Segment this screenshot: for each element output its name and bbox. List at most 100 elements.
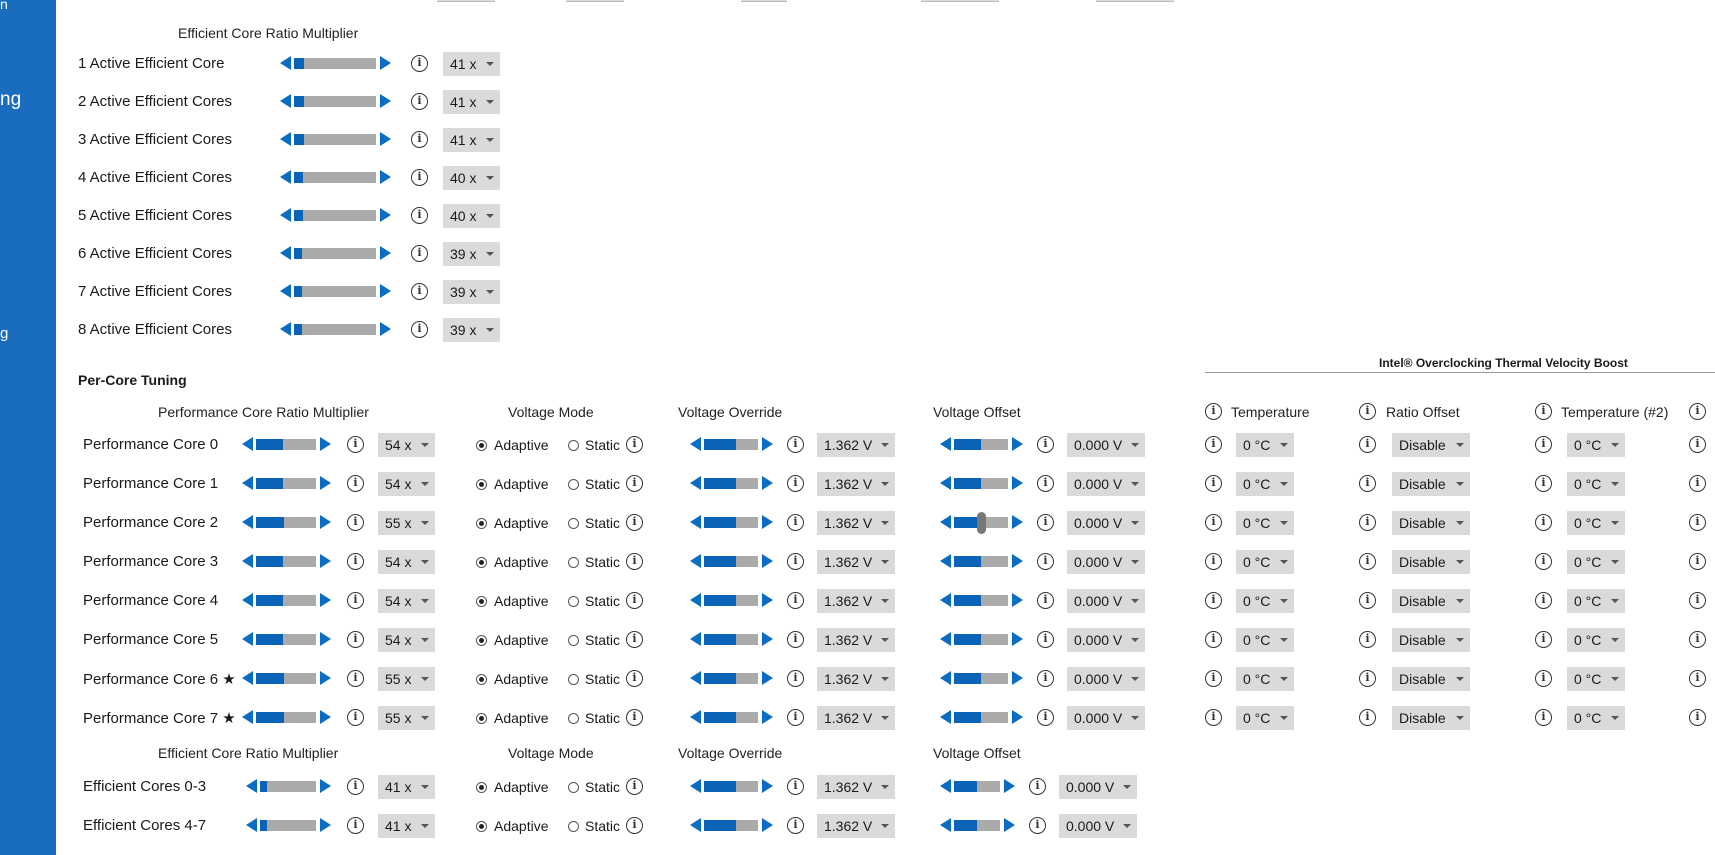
ratio-offset-dropdown[interactable]: Disable [1392, 433, 1470, 457]
decrease-arrow-icon[interactable] [280, 94, 291, 108]
increase-arrow-icon[interactable] [762, 437, 773, 451]
temperature-dropdown[interactable]: 0 °C [1236, 550, 1294, 574]
eff-ratio-slider[interactable] [246, 779, 332, 793]
voltage-offset-dropdown[interactable]: 0.000 V [1067, 550, 1145, 574]
increase-arrow-icon[interactable] [380, 246, 391, 260]
info-icon[interactable]: i [1359, 553, 1376, 570]
info-icon[interactable]: i [1535, 475, 1552, 492]
adaptive-radio[interactable] [476, 674, 487, 685]
increase-arrow-icon[interactable] [1004, 779, 1015, 793]
voltage-offset-slider[interactable] [940, 437, 1024, 451]
info-icon[interactable]: i [1037, 553, 1054, 570]
voltage-override-slider[interactable] [690, 476, 774, 490]
info-icon[interactable]: i [1037, 436, 1054, 453]
efficient-ratio-dropdown[interactable]: 40 x [443, 166, 500, 190]
info-icon[interactable]: i [787, 475, 804, 492]
info-icon[interactable]: i [1359, 475, 1376, 492]
increase-arrow-icon[interactable] [380, 132, 391, 146]
slider-track[interactable] [256, 595, 316, 606]
perf-ratio-slider[interactable] [242, 671, 332, 685]
increase-arrow-icon[interactable] [1012, 593, 1023, 607]
static-label[interactable]: Static [585, 671, 621, 687]
decrease-arrow-icon[interactable] [242, 515, 253, 529]
slider-track[interactable] [954, 595, 1008, 606]
static-radio[interactable] [568, 440, 579, 451]
adaptive-radio[interactable] [476, 518, 487, 529]
adaptive-label[interactable]: Adaptive [494, 437, 549, 453]
info-icon[interactable]: i [411, 321, 428, 338]
decrease-arrow-icon[interactable] [690, 554, 701, 568]
decrease-arrow-icon[interactable] [280, 56, 291, 70]
ratio-offset-dropdown[interactable]: Disable [1392, 511, 1470, 535]
increase-arrow-icon[interactable] [1012, 437, 1023, 451]
eff-ratio-slider[interactable] [246, 818, 332, 832]
efficient-ratio-slider[interactable] [280, 322, 392, 336]
slider-track[interactable] [704, 712, 758, 723]
slider-track[interactable] [954, 439, 1008, 450]
efficient-ratio-slider[interactable] [280, 208, 392, 222]
static-label[interactable]: Static [585, 515, 621, 531]
slider-track[interactable] [256, 673, 316, 684]
increase-arrow-icon[interactable] [762, 779, 773, 793]
voltage-offset-slider[interactable] [940, 818, 1016, 832]
voltage-override-dropdown[interactable]: 1.362 V [817, 775, 895, 799]
perf-ratio-slider[interactable] [242, 515, 332, 529]
voltage-offset-dropdown[interactable]: 0.000 V [1067, 433, 1145, 457]
decrease-arrow-icon[interactable] [940, 593, 951, 607]
slider-track[interactable] [704, 673, 758, 684]
slider-track[interactable] [256, 439, 316, 450]
slider-track[interactable] [954, 673, 1008, 684]
temperature2-dropdown[interactable]: 0 °C [1567, 667, 1625, 691]
voltage-override-dropdown[interactable]: 1.362 V [817, 706, 895, 730]
perf-ratio-slider[interactable] [242, 476, 332, 490]
info-icon[interactable]: i [1037, 709, 1054, 726]
info-icon[interactable]: i [347, 475, 364, 492]
slider-track[interactable] [704, 439, 758, 450]
slider-track[interactable] [256, 712, 316, 723]
temperature2-dropdown[interactable]: 0 °C [1567, 706, 1625, 730]
perf-ratio-dropdown[interactable]: 55 x [378, 706, 435, 730]
adaptive-radio[interactable] [476, 782, 487, 793]
perf-ratio-slider[interactable] [242, 710, 332, 724]
efficient-ratio-dropdown[interactable]: 41 x [443, 52, 500, 76]
efficient-ratio-slider[interactable] [280, 284, 392, 298]
info-icon[interactable]: i [626, 631, 643, 648]
slider-track[interactable] [260, 781, 316, 792]
info-icon[interactable]: i [1689, 514, 1706, 531]
static-radio[interactable] [568, 518, 579, 529]
voltage-offset-dropdown[interactable]: 0.000 V [1059, 814, 1137, 838]
info-icon[interactable]: i [1029, 817, 1046, 834]
temperature2-dropdown[interactable]: 0 °C [1567, 511, 1625, 535]
info-icon[interactable]: i [347, 592, 364, 609]
info-icon[interactable]: i [787, 553, 804, 570]
voltage-override-slider[interactable] [690, 554, 774, 568]
info-icon[interactable]: i [1689, 403, 1706, 420]
adaptive-label[interactable]: Adaptive [494, 671, 549, 687]
info-icon[interactable]: i [1359, 592, 1376, 609]
temperature-dropdown[interactable]: 0 °C [1236, 706, 1294, 730]
slider-track[interactable] [704, 595, 758, 606]
slider-track[interactable] [954, 478, 1008, 489]
slider-track[interactable] [704, 781, 758, 792]
increase-arrow-icon[interactable] [1012, 632, 1023, 646]
slider-track[interactable] [294, 96, 376, 107]
info-icon[interactable]: i [411, 93, 428, 110]
slider-thumb[interactable] [977, 512, 986, 534]
voltage-override-dropdown[interactable]: 1.362 V [817, 667, 895, 691]
info-icon[interactable]: i [1535, 631, 1552, 648]
static-label[interactable]: Static [585, 818, 621, 834]
increase-arrow-icon[interactable] [1012, 515, 1023, 529]
voltage-override-slider[interactable] [690, 515, 774, 529]
info-icon[interactable]: i [626, 514, 643, 531]
voltage-offset-dropdown[interactable]: 0.000 V [1067, 511, 1145, 535]
info-icon[interactable]: i [1359, 631, 1376, 648]
info-icon[interactable]: i [787, 709, 804, 726]
info-icon[interactable]: i [1689, 670, 1706, 687]
decrease-arrow-icon[interactable] [690, 437, 701, 451]
info-icon[interactable]: i [1535, 592, 1552, 609]
voltage-offset-dropdown[interactable]: 0.000 V [1067, 706, 1145, 730]
slider-track[interactable] [294, 134, 376, 145]
slider-track[interactable] [954, 512, 1008, 534]
info-icon[interactable]: i [411, 245, 428, 262]
increase-arrow-icon[interactable] [1012, 476, 1023, 490]
